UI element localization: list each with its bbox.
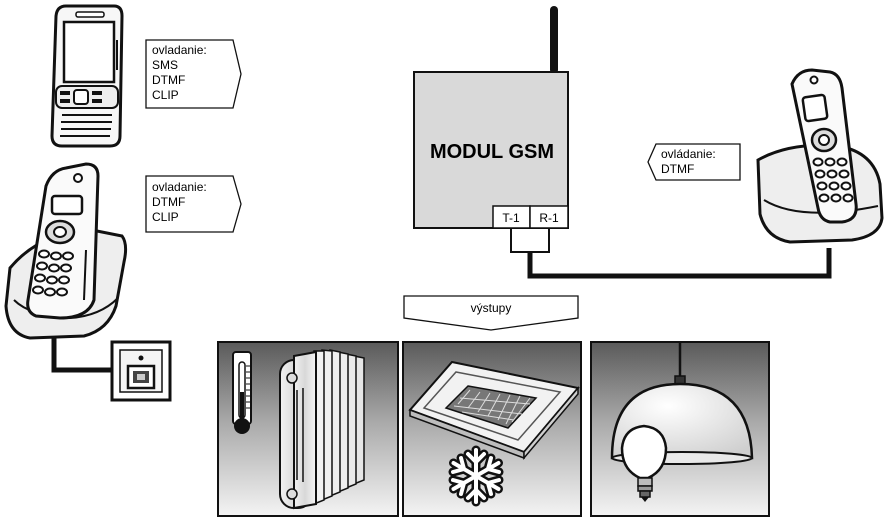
callout-line: DTMF [152,73,185,87]
right-cordless-phone-icon [756,68,884,244]
antenna-icon [550,6,558,74]
callout-line: ovladanie: [152,43,207,57]
thermometer-icon [232,351,252,434]
air-conditioner-icon [408,360,580,461]
mobile-phone-icon [50,4,124,148]
output-panel-heating [217,341,399,517]
port-r1-label: R-1 [539,211,559,225]
callout-line: ovládanie: [661,147,716,161]
outputs-banner: výstupy [403,295,579,331]
snowflake-icon [448,445,504,507]
callout-line: CLIP [152,88,179,102]
pendant-lamp-icon [610,342,754,465]
light-bulb-icon [620,424,668,502]
outputs-label: výstupy [471,301,512,315]
output-panel-cooling [402,341,582,517]
right-phone-callout: ovládanie: DTMF [647,143,741,181]
output-panel-lighting [590,341,770,517]
callout-line: DTMF [152,195,185,209]
gsm-module: MODUL GSM T-1 R-1 [413,6,569,229]
callout-line: DTMF [661,162,694,176]
callout-line: CLIP [152,210,179,224]
radiator-icon [279,349,365,510]
port-t1-label: T-1 [502,211,520,225]
callout-line: SMS [152,58,178,72]
module-title: MODUL GSM [430,141,554,163]
mobile-phone-callout: ovladanie: SMS DTMF CLIP [145,39,242,109]
cordless-phone-callout: ovladanie: DTMF CLIP [145,175,242,233]
callout-line: ovladanie: [152,180,207,194]
wall-socket-icon [110,340,172,402]
r1-phone-cable [527,248,832,279]
phone-line-cable [51,336,112,373]
t1-r1-loop-wire [510,228,550,253]
cordless-phone-icon [4,162,128,340]
